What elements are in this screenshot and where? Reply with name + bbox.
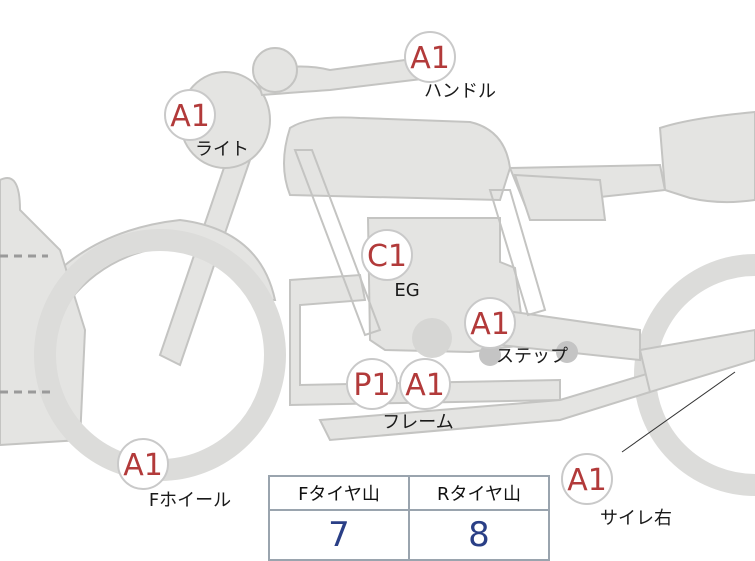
badge-code: A1 bbox=[123, 448, 163, 483]
part-badge: A1 bbox=[464, 297, 516, 349]
part-badge: C1 bbox=[361, 229, 413, 281]
badge-circle bbox=[361, 229, 413, 281]
part-label: EG bbox=[394, 280, 419, 301]
part-badge: A1 bbox=[561, 453, 613, 505]
badge-code: A1 bbox=[567, 463, 607, 498]
part-badge: P1 bbox=[346, 358, 398, 410]
tire-tread-table: Fタイヤ山 Rタイヤ山 7 8 bbox=[268, 475, 550, 561]
badge-code: A1 bbox=[405, 368, 445, 403]
part-badge: A1 bbox=[164, 89, 216, 141]
badge-circle bbox=[164, 89, 216, 141]
badge-code: P1 bbox=[353, 368, 390, 403]
part-badge: A1 bbox=[399, 358, 451, 410]
rear-tire-header: Rタイヤ山 bbox=[408, 475, 550, 511]
front-tire-header: Fタイヤ山 bbox=[268, 475, 410, 511]
front-tire-value: 7 bbox=[268, 509, 410, 561]
leader-line bbox=[621, 371, 736, 453]
badge-code: C1 bbox=[367, 239, 407, 274]
badge-code: A1 bbox=[470, 307, 510, 342]
badge-circle bbox=[399, 358, 451, 410]
part-label: ライト bbox=[195, 139, 249, 160]
badge-code: A1 bbox=[170, 99, 210, 134]
part-label: Fホイール bbox=[149, 490, 231, 511]
badge-circle bbox=[561, 453, 613, 505]
part-label: ハンドル bbox=[424, 81, 496, 102]
rear-tire-value: 8 bbox=[408, 509, 550, 561]
part-label: フレーム bbox=[382, 412, 453, 433]
part-label: サイレ右 bbox=[600, 508, 672, 529]
part-label: ステップ bbox=[496, 346, 568, 367]
badge-circle bbox=[404, 31, 456, 83]
motorcycle-illustration bbox=[0, 47, 755, 496]
badge-circle bbox=[117, 438, 169, 490]
badge-circle bbox=[464, 297, 516, 349]
part-badge: A1 bbox=[117, 438, 169, 490]
badge-circle bbox=[346, 358, 398, 410]
saddlebag-dashes bbox=[0, 254, 55, 394]
part-badge: A1 bbox=[404, 31, 456, 83]
badge-code: A1 bbox=[410, 41, 450, 76]
